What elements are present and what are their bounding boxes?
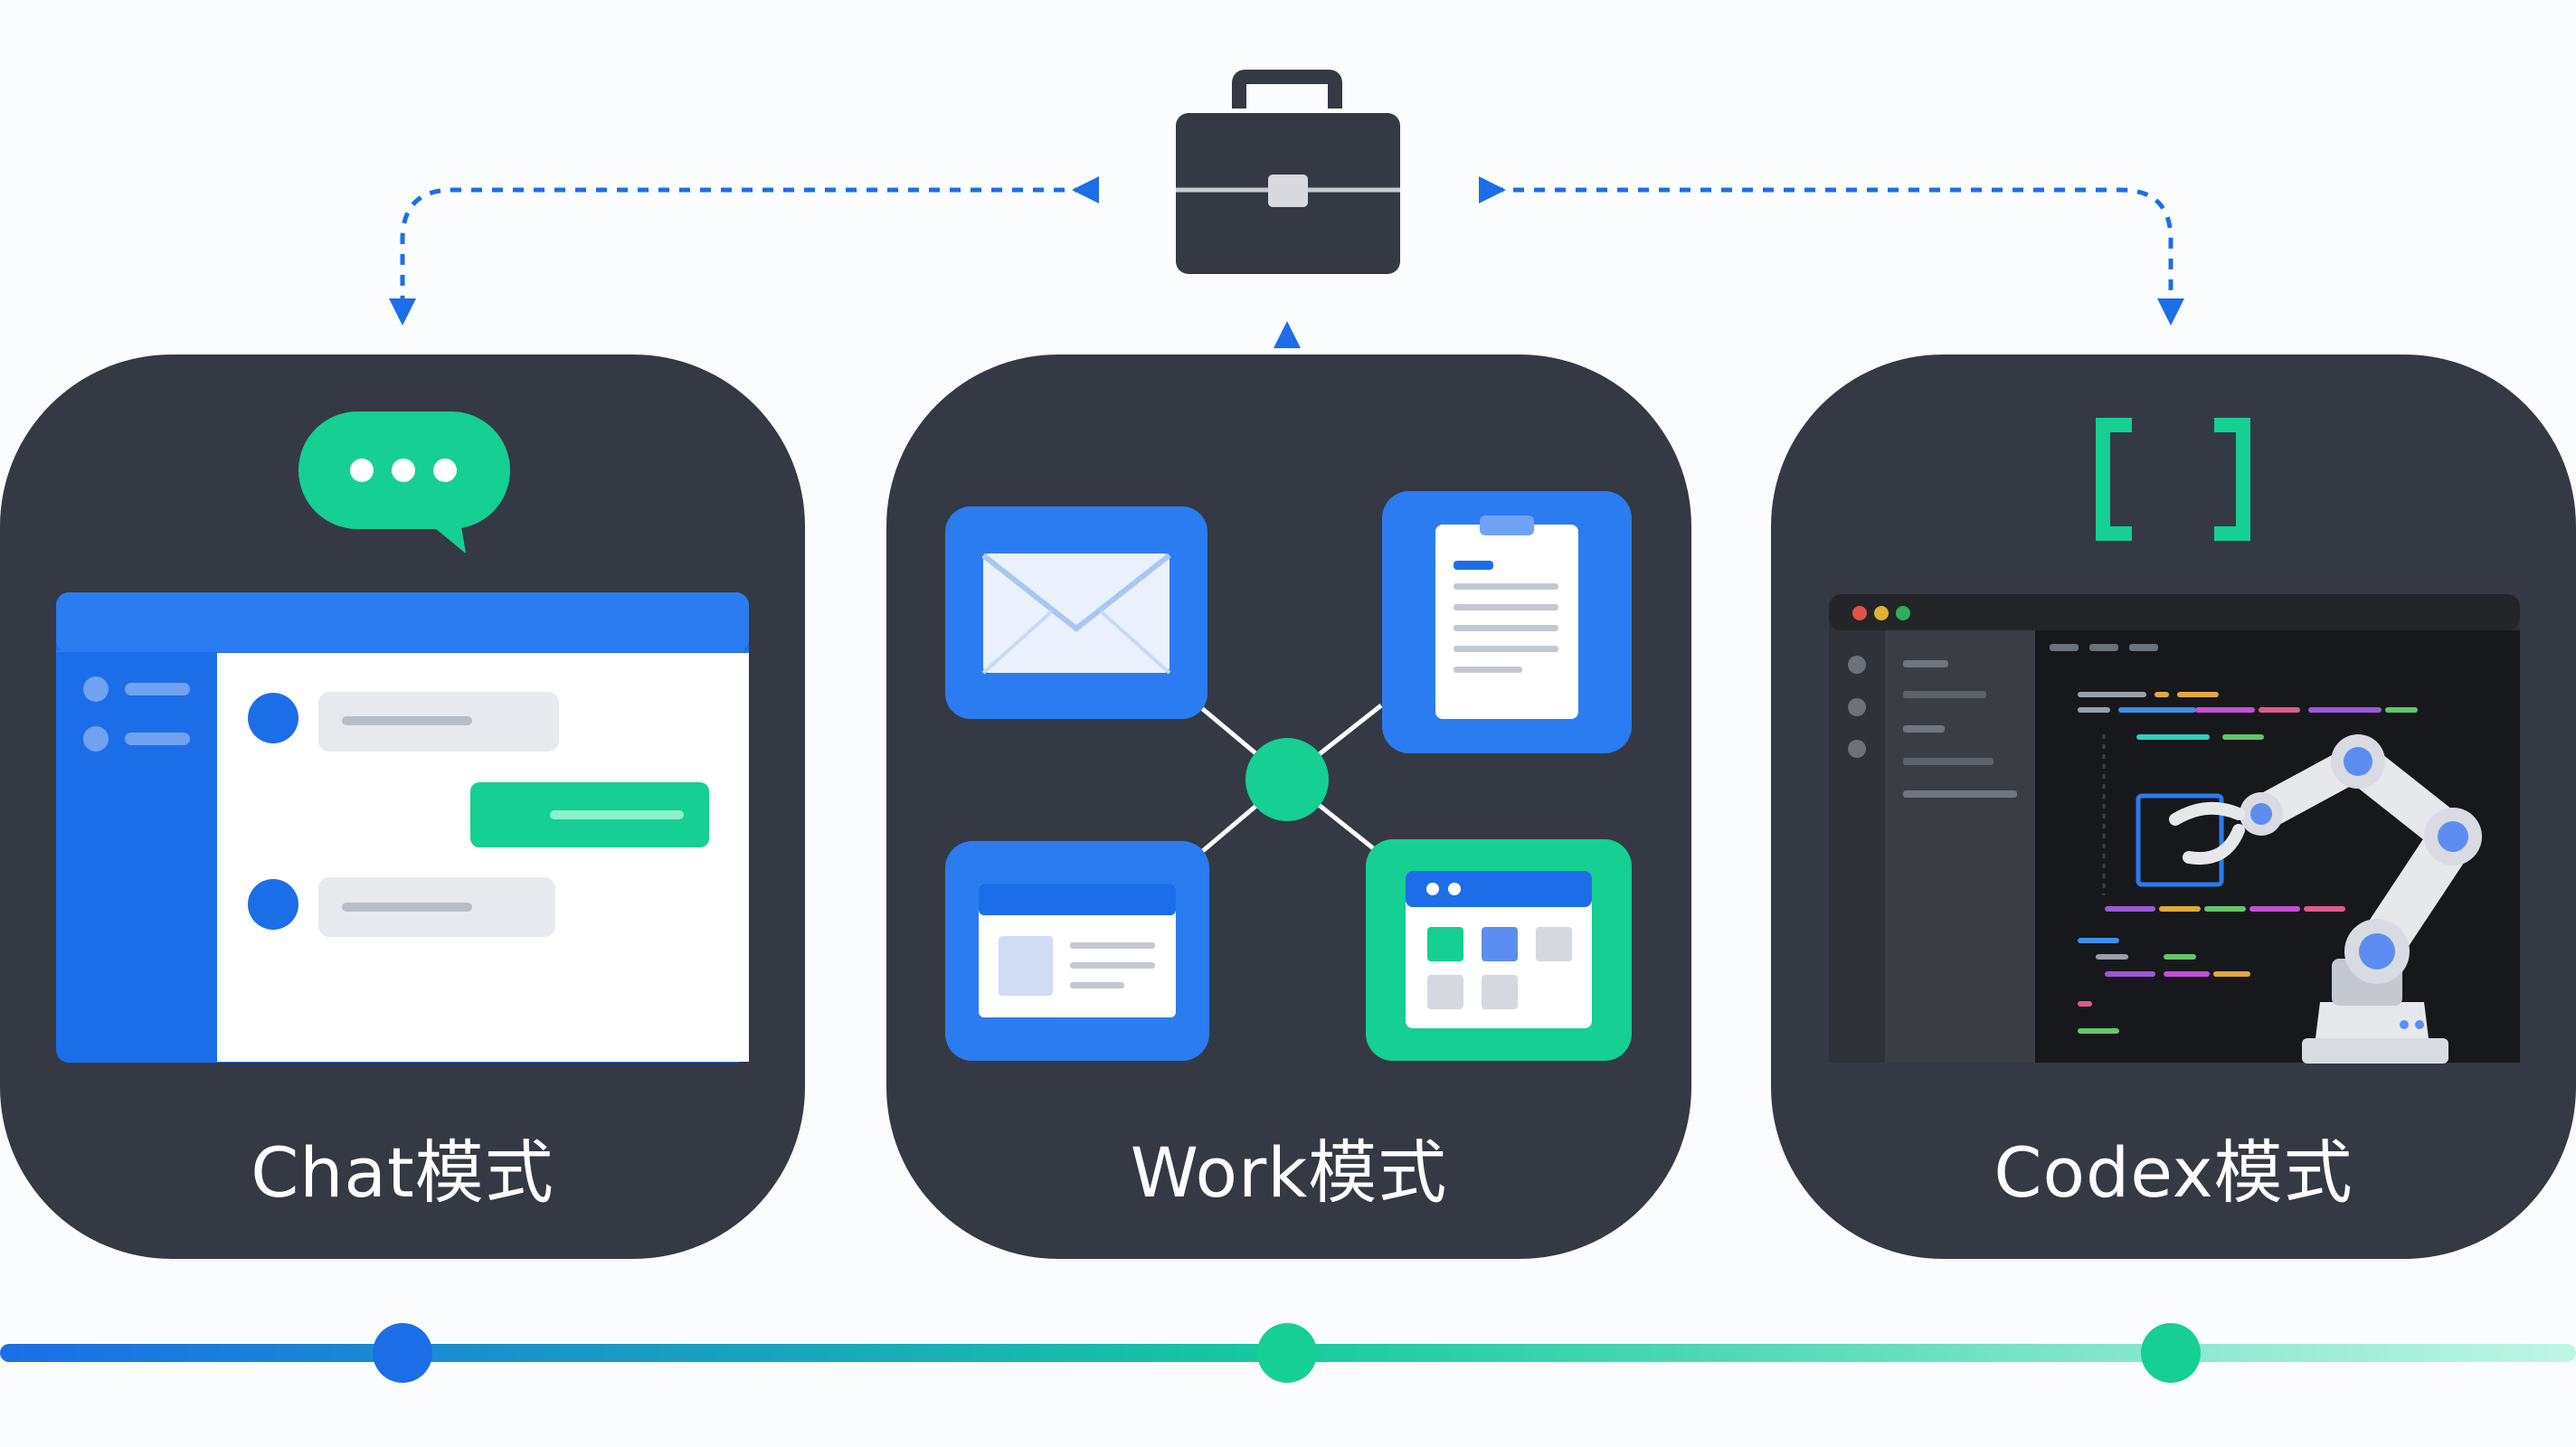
work-mode-card[interactable]	[886, 355, 1691, 1259]
work-mode-label: Work模式	[1130, 1132, 1448, 1213]
timeline-node-work	[1257, 1323, 1317, 1383]
arrow-hub-to-codex	[1479, 176, 2184, 326]
timeline	[0, 1323, 2576, 1383]
chat-window-icon	[56, 592, 749, 1063]
chat-bubble-icon	[298, 411, 510, 553]
work-hub-node	[1245, 738, 1329, 821]
dashboard-icon	[1366, 839, 1632, 1061]
chat-mode-card[interactable]	[0, 355, 805, 1259]
briefcase-icon	[1176, 70, 1400, 274]
robot-arm-icon	[2169, 734, 2482, 1064]
codex-mode-label: Codex模式	[1994, 1132, 2353, 1213]
code-brackets-icon	[2096, 418, 2250, 541]
chat-mode-label: Chat模式	[251, 1132, 554, 1213]
mail-icon	[945, 506, 1208, 719]
arrow-hub-to-chat	[389, 176, 1099, 326]
clipboard-icon	[1382, 491, 1632, 753]
codex-mode-card[interactable]	[1771, 355, 2576, 1259]
timeline-node-chat	[373, 1323, 432, 1383]
browser-icon	[945, 841, 1209, 1061]
timeline-node-codex	[2141, 1323, 2201, 1383]
